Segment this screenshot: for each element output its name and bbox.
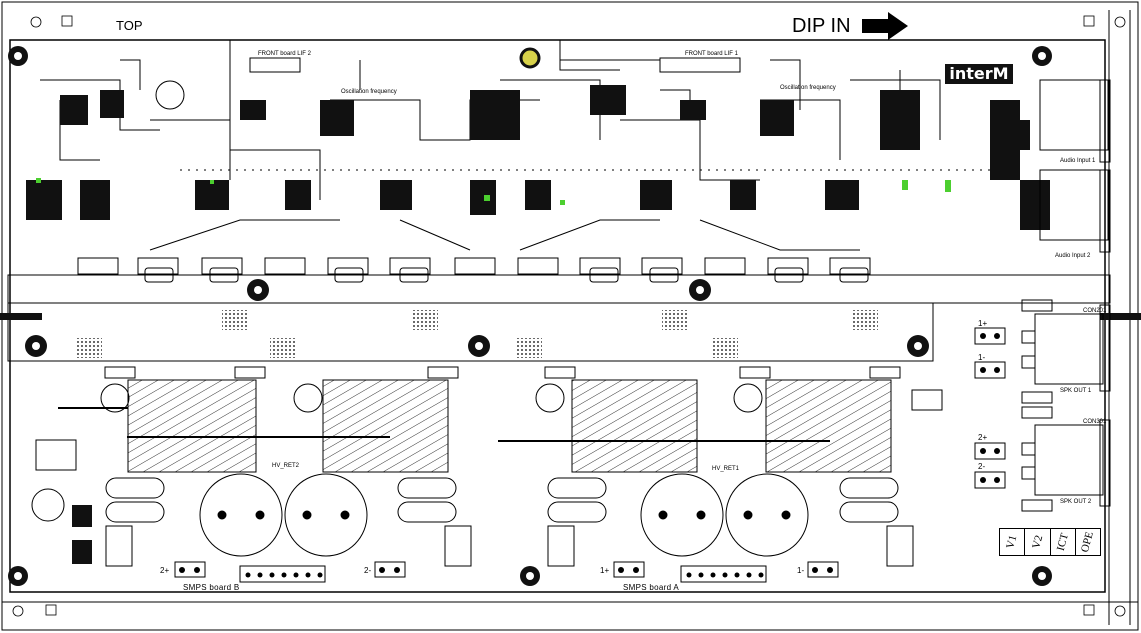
audio-input-1-label: Audio Input 1: [1060, 158, 1096, 164]
signal-circuitry: [40, 40, 1000, 251]
front-board-lif1-label: FRONT board LIF 1: [685, 51, 738, 57]
bottom-1plus: 1+: [600, 566, 610, 575]
inductors: [105, 477, 899, 523]
pad-dots: [179, 333, 1000, 578]
status-box-ope: OPE: [1079, 530, 1097, 554]
oscillation-label-1: Oscillation frequency: [341, 89, 397, 95]
lower-left-parts: [35, 389, 943, 564]
bulk-capacitors: [31, 80, 809, 557]
fiducials: [12, 15, 1126, 617]
bottom-2plus: 2+: [160, 566, 170, 575]
yellow-pad: [519, 47, 541, 69]
con301-label: CON301: [1083, 419, 1107, 425]
connectors: [104, 57, 1111, 583]
heatsink-bar: [0, 274, 1141, 362]
via-grids: [76, 310, 878, 358]
status-box-v1: V1: [1000, 529, 1026, 555]
spk-out-2-label: SPK OUT 2: [1060, 499, 1092, 505]
polarity-2plus: 2+: [978, 433, 988, 442]
smps-a-label: SMPS board A: [623, 583, 680, 592]
transformer-blocks: [58, 379, 892, 473]
dip-arrow-icon: [862, 12, 908, 40]
oscillation-label-2: Oscillation frequency: [780, 85, 836, 91]
bottom-2minus: 2-: [364, 566, 372, 575]
bottom-1minus: 1-: [797, 566, 805, 575]
audio-input-2-label: Audio Input 2: [1055, 253, 1091, 259]
hv-ret2-label: HV_RET2: [272, 463, 300, 469]
smps-b-label: SMPS board B: [183, 583, 240, 592]
mounting-holes: [8, 46, 1052, 586]
polarity-1minus: 1-: [978, 353, 986, 362]
dip-in-label: DIP IN: [792, 15, 851, 37]
con201-label: CON201: [1083, 308, 1107, 314]
transistor-row: [77, 257, 871, 283]
hv-ret1-label: HV_RET1: [712, 466, 740, 472]
polarity-1plus: 1+: [978, 319, 988, 328]
polarity-2minus: 2-: [978, 462, 986, 471]
green-highlights: [36, 178, 951, 205]
spk-out-1-label: SPK OUT 1: [1060, 388, 1092, 394]
status-box-row: V1 V2 ICT OPE: [999, 528, 1101, 556]
ic-clusters: [26, 85, 1050, 230]
status-box-ict: ICT: [1051, 529, 1076, 555]
front-board-lif2-label: FRONT board LIF 2: [258, 51, 311, 57]
board-side-label: TOP: [116, 18, 143, 33]
status-box-v2: V2: [1025, 529, 1051, 555]
brand-logo: interM: [945, 64, 1013, 84]
